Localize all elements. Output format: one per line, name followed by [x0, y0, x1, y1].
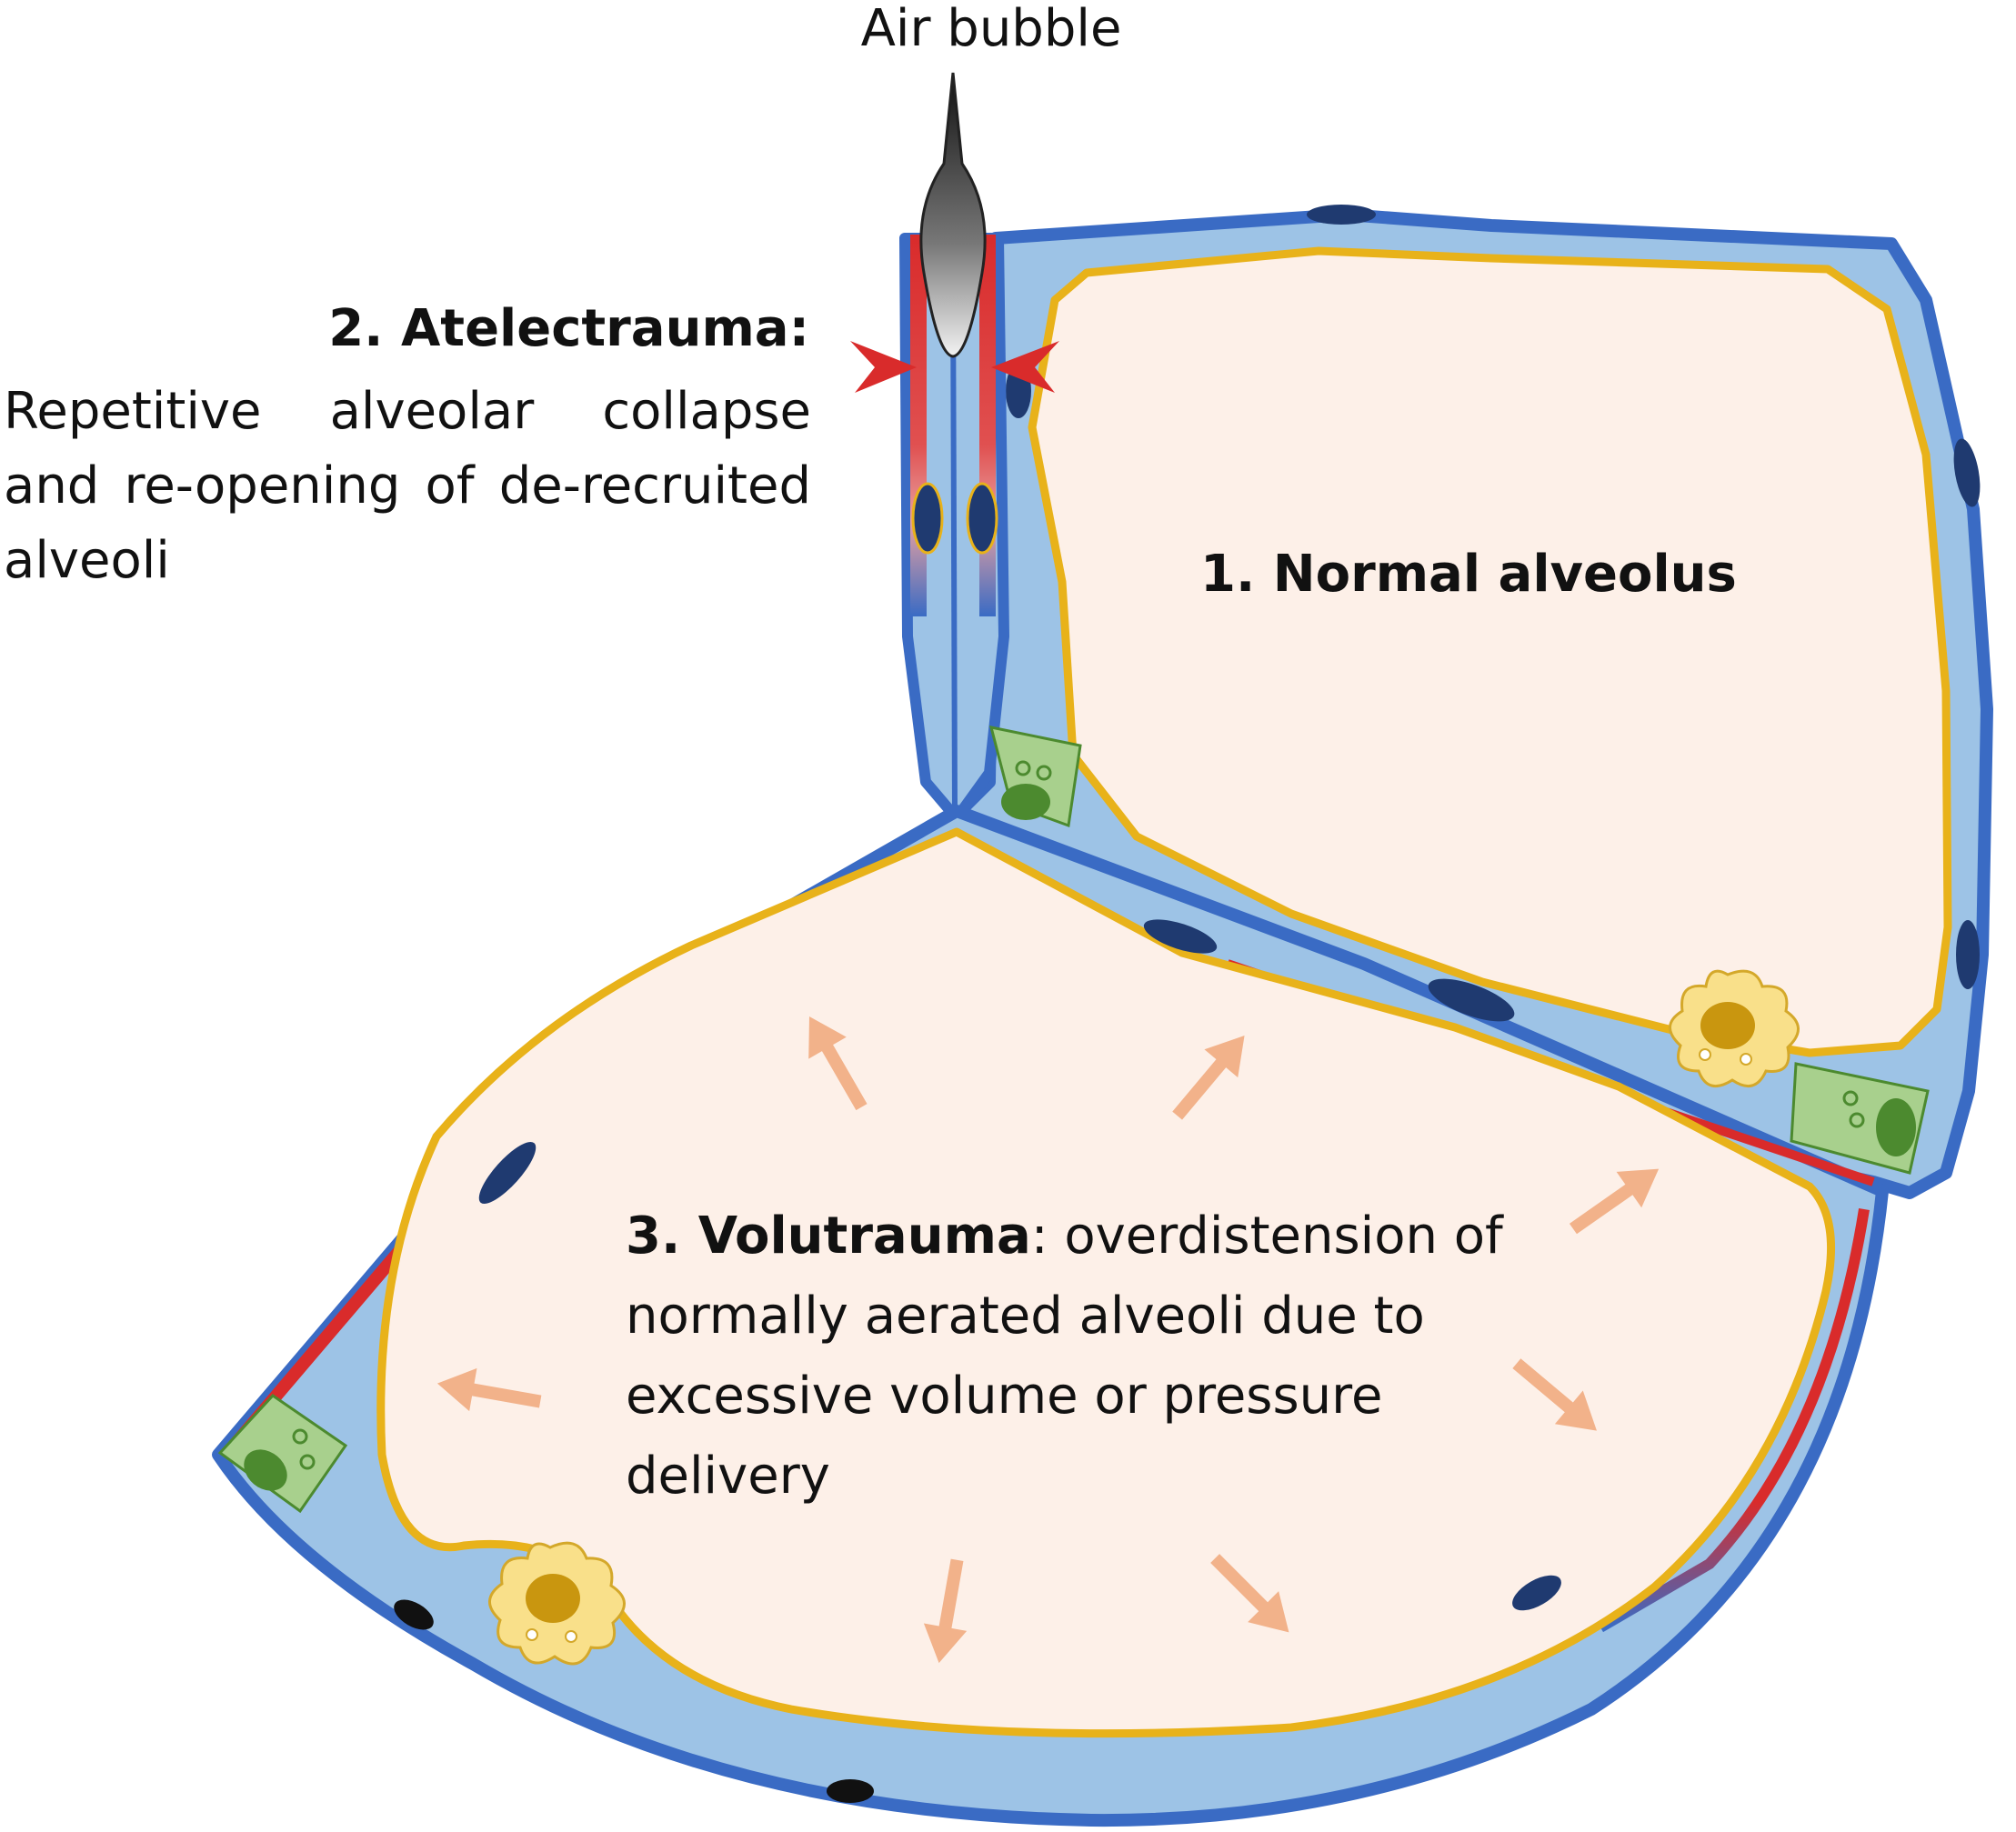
vessel-right [979, 235, 996, 616]
vessel-left [910, 235, 927, 616]
overdistension-arrow-icon [1512, 1358, 1597, 1431]
nucleus-icon [827, 1779, 874, 1803]
overdistended-alveolus [212, 805, 1889, 1827]
type-2-pneumocyte-icon [217, 1394, 348, 1514]
nucleus-icon [1956, 920, 1980, 989]
normal-alveolus-label: 1. Normal alveolus [1200, 545, 1737, 604]
vesicle-icon [1740, 1053, 1752, 1066]
macrophage-nucleus-icon [1700, 1002, 1755, 1049]
volutrauma-description: : overdistension of normally aerated alv… [626, 1206, 1503, 1506]
volutrauma-title: 3. Volutrauma [626, 1206, 1031, 1266]
atelectrauma-description: Repetitive alveolar collapse and re-open… [4, 382, 811, 590]
compression-arrows [850, 341, 1059, 393]
atelectrauma-title: 2. Atelectrauma: [328, 299, 809, 358]
inflamed-capillary-right [1597, 1208, 1870, 1633]
cell-nucleus-icon [1001, 784, 1050, 820]
lamellar-body-icon [292, 1428, 308, 1445]
overdistension-arrows [436, 1016, 1660, 1664]
nucleus-icon [1512, 1575, 1561, 1611]
macrophage-nucleus-icon [526, 1574, 580, 1623]
type-2-pneumocyte [1790, 1062, 1930, 1175]
nucleus-icon [478, 1141, 537, 1205]
cell-nucleus-icon [1876, 1098, 1916, 1156]
type-2-pneumocyte [988, 726, 1082, 828]
nucleus-icon [1953, 438, 1981, 507]
lamellar-body-icon [1015, 760, 1031, 776]
normal-alveolus-lining [1028, 246, 1952, 1057]
overdistension-arrow-icon [808, 1016, 868, 1111]
compression-arrow-left-icon [850, 341, 917, 393]
overdistension-arrow-icon [1210, 1554, 1289, 1633]
volutrauma-label: 3. Volutrauma: overdistension of normall… [626, 1196, 1535, 1517]
overdistension-arrow-icon [923, 1558, 968, 1664]
alveolar-macrophage [488, 1541, 626, 1666]
cell-nucleus-icon [244, 1449, 287, 1491]
vesicle-icon [565, 1630, 577, 1643]
nucleus-icon [1143, 919, 1218, 954]
overdistension-arrow-icon [436, 1367, 542, 1412]
overdistended-alveolus-lining [376, 827, 1836, 1738]
collapsed-lumen [950, 272, 958, 810]
air-bubble-icon [919, 72, 987, 358]
overdistension-arrow-icon [1172, 1036, 1245, 1120]
nucleus-icon [966, 482, 998, 555]
air-bubble-label: Air bubble [860, 0, 1122, 58]
alveolar-macrophage [1669, 969, 1800, 1088]
lamellar-body-icon [299, 1454, 316, 1470]
lamellar-body-icon [1036, 765, 1052, 781]
lamellar-body-icon [1842, 1090, 1859, 1106]
nucleus-icon [1307, 205, 1376, 225]
type-2-pneumocyte [217, 1394, 348, 1514]
nucleus-icon [911, 482, 944, 555]
lamellar-body-icon [1849, 1112, 1865, 1128]
air-bubble [919, 72, 987, 358]
vesicle-icon [1699, 1048, 1711, 1061]
collapsed-alveolus [899, 233, 1009, 824]
nucleus-icon [1428, 978, 1515, 1022]
compression-arrow-right-icon [991, 341, 1059, 393]
nucleus-icon [394, 1599, 434, 1630]
vesicle-icon [526, 1628, 538, 1641]
overdistension-arrow-icon [1569, 1168, 1660, 1235]
